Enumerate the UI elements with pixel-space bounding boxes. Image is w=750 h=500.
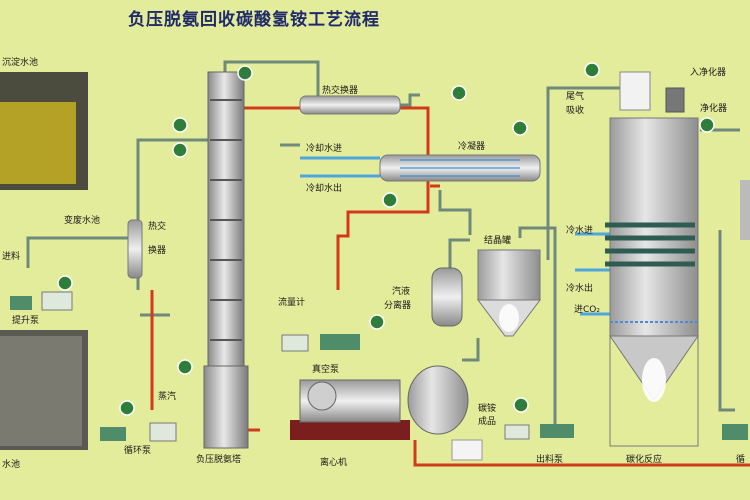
label-hx-b: 换器: [148, 246, 167, 256]
vacuum-pump: [281, 334, 360, 352]
label-top-right-b: 净化器: [700, 104, 728, 114]
label-vacuum-pump: 真空泵: [312, 365, 340, 375]
hot-pipes: [150, 106, 750, 467]
label-out-pump: 出料泵: [536, 455, 564, 465]
label-hx-top: 热交换器: [322, 86, 359, 96]
label-sep-a: 汽液: [392, 287, 411, 297]
label-steam: 蒸汽: [158, 392, 177, 402]
label-column: 负压脱氨塔: [196, 455, 242, 465]
pumps: [10, 291, 748, 442]
label-sep-b: 分离器: [384, 301, 412, 311]
label-tail-gas: 尾气: [566, 92, 585, 102]
condenser: [379, 154, 541, 182]
carbonation-tower: [605, 117, 699, 447]
label-crystallizer: 结晶罐: [484, 236, 512, 246]
gas-liquid-separator: [431, 267, 463, 327]
label-flowmeter: 流量计: [278, 298, 306, 308]
deammonia-column: [203, 71, 249, 449]
label-product-a: 碳铵: [478, 404, 497, 414]
crystallizer-tank: [477, 249, 541, 337]
cooling-pipes: [300, 156, 610, 316]
indicator-lamps: [57, 62, 715, 416]
label-cool-out-r: 冷水出: [566, 284, 594, 294]
heat-exchanger-top: [299, 95, 401, 115]
label-cold-in: 冷却水进: [306, 144, 343, 154]
label-waste-heat: 变废水池: [64, 216, 101, 226]
label-centrifuge: 离心机: [320, 458, 348, 468]
purifier: [619, 71, 750, 240]
centrifuge: [290, 365, 469, 440]
label-right-pump: 循: [736, 455, 746, 465]
label-bottom-pool: 水池: [2, 460, 21, 470]
label-cool-in-r: 冷水进: [566, 226, 594, 236]
label-cold-out: 冷却水出: [306, 184, 343, 194]
out-pump: [504, 424, 574, 440]
label-circ-pump: 循环泵: [124, 446, 152, 456]
label-product-b: 成品: [478, 417, 497, 427]
right-pump: [722, 424, 748, 440]
label-reactor: 碳化反应: [626, 455, 663, 465]
product-bag: [451, 439, 483, 461]
label-top-pool: 沉淀水池: [2, 58, 39, 68]
label-co2: 进CO₂: [574, 305, 600, 315]
process-pipes: [26, 60, 740, 430]
label-absorb: 吸收: [566, 106, 585, 116]
label-lift-pump: 提升泵: [12, 316, 40, 326]
lift-pump: [10, 291, 73, 311]
label-feed: 进料: [2, 252, 21, 262]
diagram-title: 负压脱氨回收碳酸氢铵工艺流程: [128, 10, 380, 30]
heat-exchanger-left: [127, 219, 143, 279]
label-condenser: 冷凝器: [458, 142, 486, 152]
top-pool: [0, 72, 88, 190]
bottom-pool: [0, 330, 88, 450]
label-hx-a: 热交: [148, 222, 167, 232]
label-top-right-a: 入净化器: [690, 68, 727, 78]
circ-pump: [100, 422, 177, 442]
